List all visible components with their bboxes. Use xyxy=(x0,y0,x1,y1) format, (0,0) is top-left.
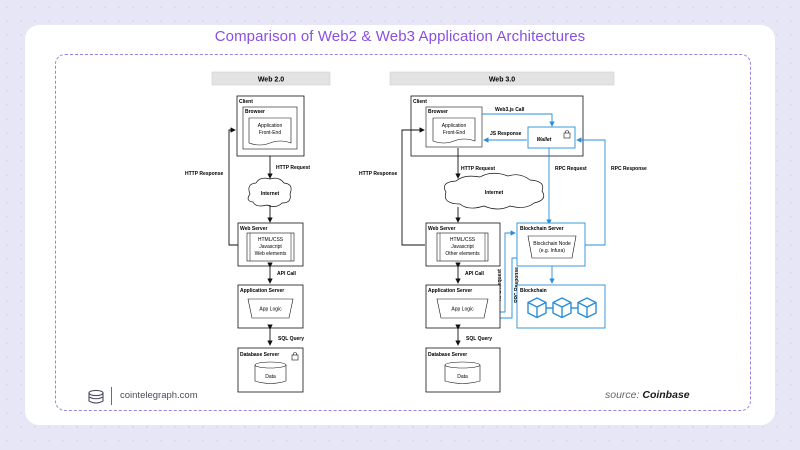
blockchain-node-label-1: Blockchain Node xyxy=(533,241,571,247)
web2-web-content-2: Javascript xyxy=(259,244,282,250)
web2-header-box xyxy=(211,71,331,86)
web2-app-frontend-2: Front-End xyxy=(259,130,281,136)
footer-separator xyxy=(111,387,112,405)
blockchain-node-shape xyxy=(527,235,577,259)
web3-api-call-label: API Call xyxy=(465,271,485,277)
web3-web-content-2: Javascript xyxy=(451,244,474,250)
web3-http-request-label: HTTP Request xyxy=(461,166,495,172)
rpc-response-label: RPC Response xyxy=(611,166,647,172)
web3-http-response-label: HTTP Response xyxy=(359,171,397,177)
web3-app-logic-label: App Logic xyxy=(451,307,474,313)
web2-internet-cloud xyxy=(247,177,292,207)
page-title: Comparison of Web2 & Web3 Application Ar… xyxy=(214,28,586,45)
web2-client-label: Client xyxy=(239,99,253,105)
web3-db-server-label: Database Server xyxy=(428,352,467,358)
rpc-response-arrow xyxy=(576,137,606,246)
web3-app-frontend-doc xyxy=(432,117,476,144)
web2-app-logic-shape xyxy=(247,298,294,319)
web2-app-frontend-1: Application xyxy=(258,123,283,129)
web2-column: Web 2.0 Client Browser Application Front… xyxy=(185,71,331,393)
web2-app-logic-label: App Logic xyxy=(259,307,282,313)
blockchain-cubes-icon xyxy=(527,297,597,319)
web3-web-content-3: Other elements xyxy=(445,251,480,257)
content-card xyxy=(25,25,775,425)
web2-web-content-3: Web elements xyxy=(255,251,287,257)
web2-web-content-1: HTML/CSS xyxy=(258,237,284,243)
web2-db-server-label: Database Server xyxy=(240,352,279,358)
web3-internet-label: Internet xyxy=(485,190,504,196)
web2-internet-label: Internet xyxy=(261,191,280,197)
web3-app-logic-shape xyxy=(436,298,489,319)
lock-icon xyxy=(563,129,571,139)
wallet-label: Wallet xyxy=(537,137,552,143)
web2-http-response-label: HTTP Response xyxy=(185,171,223,177)
web2-web-server-label: Web Server xyxy=(240,226,267,232)
web3js-call-label: Web3.js Call xyxy=(495,107,525,113)
web2-header: Web 2.0 xyxy=(258,77,284,84)
web3-internet-cloud xyxy=(444,172,545,210)
diagram-frame xyxy=(55,54,751,411)
web2-browser-label: Browser xyxy=(245,109,265,115)
web3js-call-arrow xyxy=(482,113,555,127)
web2-app-server-label: Application Server xyxy=(240,288,284,294)
web3-app-server-label: Application Server xyxy=(428,288,472,294)
blockchain-label: Blockchain xyxy=(520,288,547,294)
web3-header: Web 3.0 xyxy=(489,77,515,84)
web2-http-response-arrow xyxy=(228,127,241,246)
cointelegraph-logo-icon xyxy=(88,389,104,404)
web3-app-frontend-1: Application xyxy=(442,123,467,129)
footer-site-link[interactable]: cointelegraph.com xyxy=(120,390,198,401)
blockchain-server-label: Blockchain Server xyxy=(520,226,564,232)
web3-client-label: Client xyxy=(413,99,427,105)
web3-http-response-arrow xyxy=(401,127,425,246)
source-brand: Coinbase xyxy=(642,389,690,401)
wallet-box xyxy=(527,126,576,149)
js-response-label: JS Response xyxy=(490,131,522,137)
web3-web-content-1: HTML/CSS xyxy=(450,237,476,243)
web3-sql-query-label: SQL Query xyxy=(466,336,492,342)
web3-app-frontend-2: Front-End xyxy=(443,130,465,136)
rpc-request-label: RPC Request xyxy=(555,166,587,172)
web2-http-request-label: HTTP Request xyxy=(276,165,310,171)
web2-sql-query-label: SQL Query xyxy=(278,336,304,342)
source-credit: source: Coinbase xyxy=(605,389,690,401)
app-rpc-response-arrow xyxy=(493,257,517,321)
blockchain-node-label-2: (e.g. Infura) xyxy=(539,248,565,254)
web2-data-cylinder xyxy=(254,361,287,384)
web3-browser-label: Browser xyxy=(428,109,448,115)
source-prefix: source: xyxy=(605,389,640,401)
web3-web-server-label: Web Server xyxy=(428,226,455,232)
web3-data-label: Data xyxy=(457,374,468,380)
web2-web-content-box xyxy=(246,232,295,262)
lock-icon xyxy=(291,351,299,361)
web3-header-box xyxy=(389,71,615,86)
web3-web-content-box xyxy=(436,232,489,262)
web3-data-cylinder xyxy=(444,361,481,384)
web2-data-label: Data xyxy=(265,374,276,380)
web3-column: Web 3.0 Client Browser Application Front… xyxy=(359,71,647,393)
web2-app-frontend-doc xyxy=(248,117,292,146)
web2-api-call-label: API Call xyxy=(277,271,297,277)
